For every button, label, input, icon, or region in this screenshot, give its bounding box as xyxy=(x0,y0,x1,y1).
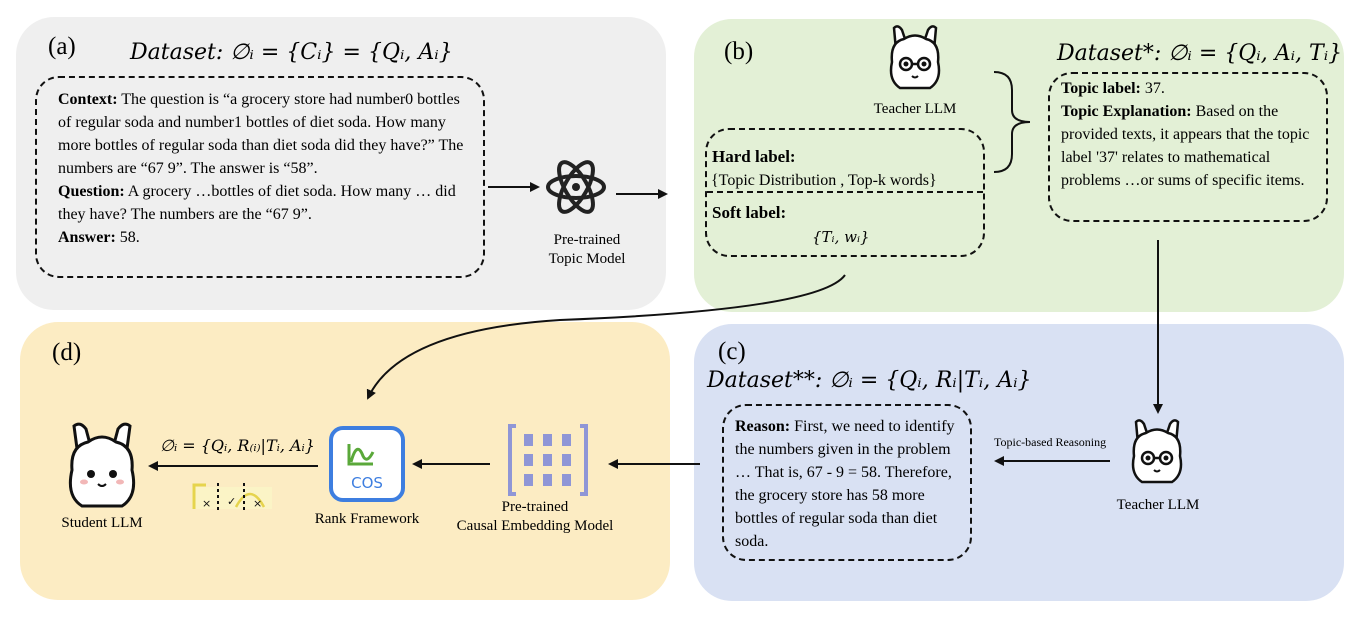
topic-explanation-text: Topic label: 37. Topic Explanation: Base… xyxy=(1061,77,1319,192)
cos-text: COS xyxy=(351,474,383,492)
panel-a-context-box xyxy=(35,76,485,278)
topic-explanation-box xyxy=(1048,72,1328,222)
panel-a xyxy=(16,17,666,310)
svg-text:×: × xyxy=(253,497,262,510)
panel-c xyxy=(694,324,1344,601)
panel-d-tag: (d) xyxy=(52,339,82,366)
panel-c-formula: Dataset**: ∅ᵢ = {Qᵢ, Rᵢ|Tᵢ, Aᵢ} xyxy=(707,368,1032,393)
panel-b-formula-text: Dataset*: ∅ᵢ = {Qᵢ, Aᵢ, Tᵢ} xyxy=(1057,41,1343,66)
teacher-llm-label-b: Teacher LLM xyxy=(873,101,957,117)
topic-expl-paragraph: Topic Explanation: Based on the provided… xyxy=(1061,100,1319,192)
reason-text-block: Reason: First, we need to identify the n… xyxy=(735,415,963,553)
hard-label-content: {Topic Distribution , Top-k words} xyxy=(711,172,937,189)
panel-d-formula: ∅ᵢ = {Qᵢ, R₍ᵢ₎|Tᵢ, Aᵢ} xyxy=(160,436,315,455)
topic-based-reasoning-label: Topic-based Reasoning xyxy=(994,435,1107,449)
embedding-model-label: Pre-trained Causal Embedding Model xyxy=(455,498,615,536)
topic-model-label: Pre-trained Topic Model xyxy=(527,231,647,269)
answer-text: 58. xyxy=(115,229,140,246)
context-text: The question is “a grocery store had num… xyxy=(58,91,464,177)
answer-paragraph: Answer: 58. xyxy=(58,226,476,249)
panel-c-tag: (c) xyxy=(718,338,746,365)
topic-model-label-line2: Topic Model xyxy=(548,251,626,267)
rank-check-icon: × ✓ × xyxy=(192,483,272,511)
svg-text:✓: ✓ xyxy=(227,495,236,508)
question-label: Question: xyxy=(58,183,125,200)
arrow-b-to-d xyxy=(366,274,846,400)
panel-b-formula: Dataset*: ∅ᵢ = {Qᵢ, Aᵢ, Tᵢ} xyxy=(1057,41,1342,66)
brace-icon xyxy=(993,71,1031,173)
topic-label-paragraph: Topic label: 37. xyxy=(1061,77,1319,100)
cos-icon: COS xyxy=(329,426,405,502)
panel-a-formula-text: Dataset: ∅ᵢ = {Cᵢ} = {Qᵢ, Aᵢ} xyxy=(130,40,453,65)
topic-expl-value: Based on the provided texts, it appears … xyxy=(1061,103,1310,189)
topic-model-label-line1: Pre-trained xyxy=(553,232,621,248)
topic-label-value: 37. xyxy=(1140,80,1165,97)
panel-c-formula-text: Dataset**: ∅ᵢ = {Qᵢ, Rᵢ|Tᵢ, Aᵢ} xyxy=(707,368,1032,393)
reason-label: Reason: xyxy=(735,418,791,435)
teacher-llm-label-c: Teacher LLM xyxy=(1116,497,1200,513)
alpaca-icon xyxy=(889,25,941,90)
hard-label-title: Hard label: xyxy=(712,145,796,168)
question-text: A grocery …bottles of diet soda. How man… xyxy=(58,183,456,223)
panel-a-formula: Dataset: ∅ᵢ = {Cᵢ} = {Qᵢ, Aᵢ} xyxy=(130,40,453,65)
svg-text:×: × xyxy=(202,497,211,510)
reason-text: First, we need to identify the numbers g… xyxy=(735,418,955,550)
question-paragraph: Question: A grocery …bottles of diet sod… xyxy=(58,180,476,226)
label-box xyxy=(705,128,985,257)
topic-expl-key: Topic Explanation: xyxy=(1061,103,1192,120)
rank-framework-label: Rank Framework xyxy=(314,511,420,527)
context-paragraph: Context: The question is “a grocery stor… xyxy=(58,88,476,180)
panel-d-formula-text: ∅ᵢ = {Qᵢ, R₍ᵢ₎|Tᵢ, Aᵢ} xyxy=(160,436,315,455)
panel-b xyxy=(694,19,1344,312)
reason-box xyxy=(722,404,972,561)
atom-icon xyxy=(546,160,606,214)
student-llm-label: Student LLM xyxy=(61,515,143,531)
panel-a-tag: (a) xyxy=(48,33,76,60)
panel-b-tag: (b) xyxy=(724,38,754,65)
panel-a-context-text: Context: The question is “a grocery stor… xyxy=(58,88,476,249)
label-box-divider xyxy=(707,191,983,193)
soft-label-content: {Tᵢ, wᵢ} xyxy=(812,228,870,246)
embedding-model-label-line1: Pre-trained xyxy=(501,499,569,515)
soft-label-title: Soft label: xyxy=(712,201,786,224)
soft-label-text: Soft label: xyxy=(712,203,787,222)
answer-label: Answer: xyxy=(58,229,116,246)
topic-label-key: Topic label: xyxy=(1061,80,1141,97)
alpaca-icon xyxy=(68,422,136,508)
embedding-grid-icon xyxy=(508,424,588,496)
hard-label-text: Hard label: xyxy=(712,147,796,166)
context-label: Context: xyxy=(58,91,118,108)
embedding-model-label-line2: Causal Embedding Model xyxy=(456,518,614,534)
alpaca-icon xyxy=(1131,419,1183,484)
